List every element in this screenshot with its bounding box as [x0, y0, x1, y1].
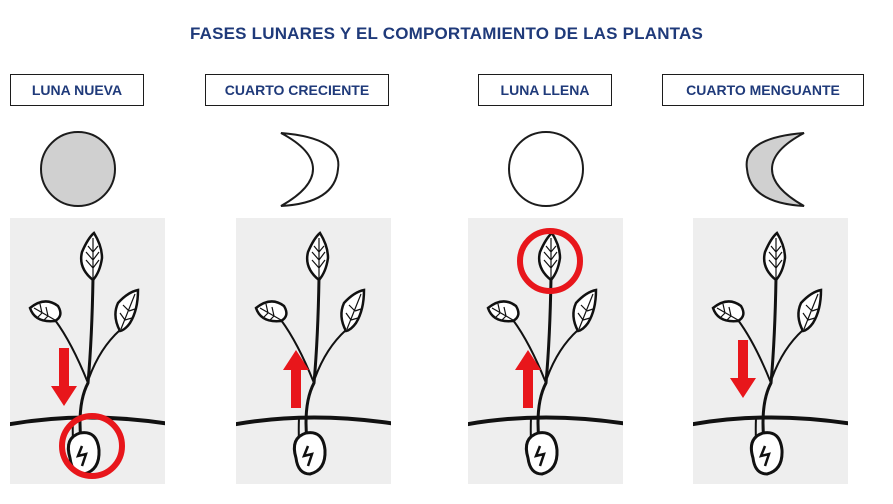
leaf-highlight-circle	[517, 228, 583, 294]
plant-panel-luna-llena	[468, 218, 623, 484]
plant-panel-cuarto-menguante	[693, 218, 848, 484]
plant-panel-cuarto-creciente	[236, 218, 391, 484]
arrow-up-icon	[283, 350, 309, 408]
waxing-crescent-icon	[280, 132, 340, 207]
page-title: FASES LUNARES Y EL COMPORTAMIENTO DE LAS…	[189, 24, 704, 43]
label-cuarto-creciente: CUARTO CRECIENTE	[205, 74, 389, 106]
label-luna-llena: LUNA LLENA	[478, 74, 612, 106]
seed-highlight-circle	[59, 413, 125, 479]
label-luna-nueva: LUNA NUEVA	[10, 74, 144, 106]
new-moon-icon	[40, 131, 116, 207]
arrow-down-icon	[51, 348, 77, 406]
arrow-up-icon	[515, 350, 541, 408]
waning-crescent-icon	[745, 132, 805, 207]
arrow-down-icon	[730, 340, 756, 398]
plant-panel-luna-nueva	[10, 218, 165, 484]
full-moon-icon	[508, 131, 584, 207]
label-cuarto-menguante: CUARTO MENGUANTE	[662, 74, 864, 106]
